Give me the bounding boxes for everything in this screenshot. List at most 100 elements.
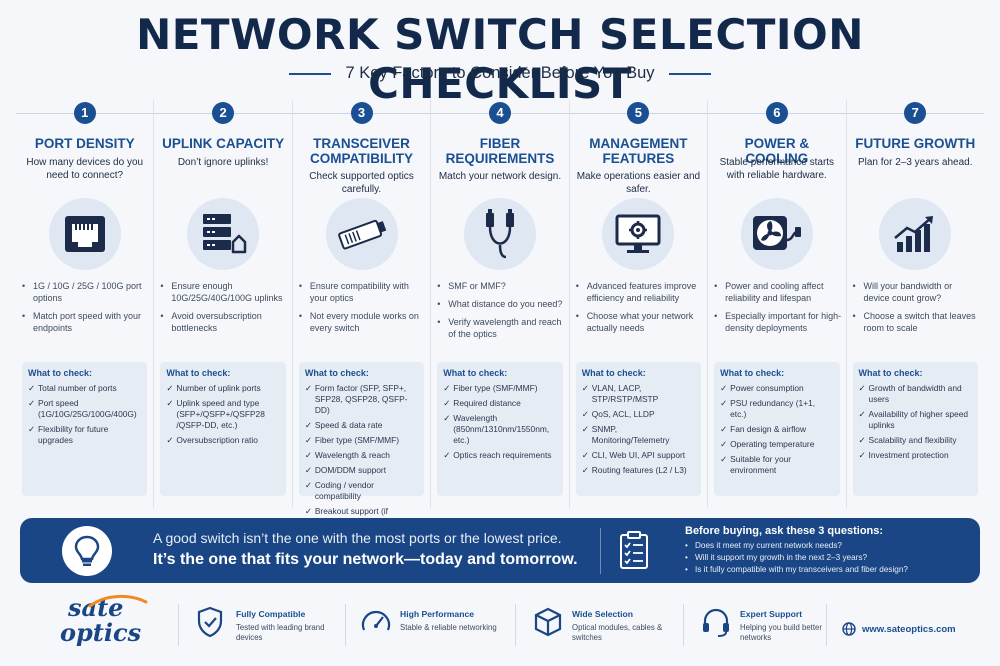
what-to-check-panel: What to check: Power consumption PSU red… <box>714 362 840 496</box>
feature-title: Expert Support <box>740 609 803 619</box>
list-item: Choose what your network actually needs <box>576 310 703 334</box>
logo-text-top: sate <box>68 593 124 622</box>
footer-divider <box>515 604 516 646</box>
what-to-check-panel: What to check: Growth of bandwidth and u… <box>852 362 978 496</box>
factor-fiber-requirements: 4 FIBER REQUIREMENTS Match your network … <box>430 100 569 508</box>
footer-divider <box>683 604 684 646</box>
factor-management-features: 5 MANAGEMENT FEATURES Make operations ea… <box>568 100 708 508</box>
shield-check-icon <box>197 606 223 638</box>
factor-title: MANAGEMENT FEATURES <box>589 136 688 166</box>
list-item: Operating temperature <box>720 439 833 450</box>
headset-icon <box>703 608 729 637</box>
boxes-icon <box>534 607 562 637</box>
factor-bullets: Advanced features improve efficiency and… <box>576 280 703 340</box>
website-link[interactable]: www.sateoptics.com <box>842 622 956 636</box>
list-item: Match port speed with your endpoints <box>22 310 149 334</box>
website-text: www.sateoptics.com <box>862 623 956 635</box>
footer-divider <box>345 604 346 646</box>
list-item: VLAN, LACP, STP/RSTP/MSTP <box>582 383 695 405</box>
feature-title: Wide Selection <box>572 609 634 619</box>
banner-divider <box>600 528 601 574</box>
list-item: Not every module works on every switch <box>299 310 426 334</box>
list-item: Ensure compatibility with your optics <box>299 280 426 304</box>
factor-uplink-capacity: 2 UPLINK CAPACITY Don’t ignore uplinks! … <box>153 100 292 508</box>
globe-icon <box>842 622 856 636</box>
factor-title: FIBER REQUIREMENTS <box>445 136 555 166</box>
logo-arc-icon <box>88 595 148 608</box>
questions-list: Does it meet my current network needs? W… <box>685 540 908 576</box>
factor-subtitle: Check supported optics carefully. <box>309 171 414 195</box>
list-item: Flexibility for future upgrades <box>28 424 141 446</box>
list-item: SMF or MMF? <box>437 280 564 292</box>
footer-divider <box>178 604 179 646</box>
footer: sate optics Fully Compatible Tested with… <box>0 592 1000 662</box>
list-item: Number of uplink ports <box>166 383 279 394</box>
lightbulb-icon <box>62 526 112 576</box>
factor-subtitle: Match your network design. <box>438 171 562 182</box>
list-item: Power consumption <box>720 383 833 394</box>
subtitle-rule-left <box>289 72 332 75</box>
banner-line-1: A good switch isn’t the one with the mos… <box>153 530 562 546</box>
feature-desc: Stable & reliable networking <box>400 623 497 632</box>
list-item: Fiber type (SMF/MMF) <box>443 383 556 394</box>
list-item: Is it fully compatible with my transceiv… <box>685 564 908 576</box>
list-item: Verify wavelength and reach of the optic… <box>437 316 564 340</box>
list-item: Fiber type (SMF/MMF) <box>305 435 418 446</box>
transceiver-icon <box>325 198 398 270</box>
list-item: Growth of bandwidth and users <box>859 383 972 405</box>
factor-port-density: 1 PORT DENSITY How many devices do you n… <box>16 100 154 508</box>
ethernet-port-icon <box>48 198 121 270</box>
factor-subtitle: Don’t ignore uplinks! <box>177 157 269 168</box>
what-to-check-panel: What to check: VLAN, LACP, STP/RSTP/MSTP… <box>575 362 702 496</box>
factor-subtitle: How many devices do you need to connect? <box>26 157 144 181</box>
factor-bullets: Ensure enough 10G/25G/40G/100G uplinks A… <box>160 280 287 340</box>
fan-plug-icon <box>740 198 813 270</box>
list-item: Choose a switch that leaves room to scal… <box>853 310 980 334</box>
list-item: SNMP, Monitoring/Telemetry <box>582 424 695 446</box>
list-item: Required distance <box>443 398 556 409</box>
list-item: Will your bandwidth or device count grow… <box>853 280 980 304</box>
list-item: Wavelength (850nm/1310nm/1550nm, etc.) <box>443 413 556 446</box>
factor-number-badge: 6 <box>765 102 788 124</box>
factor-bullets: Will your bandwidth or device count grow… <box>853 280 980 340</box>
list-item: Suitable for your environment <box>720 454 833 476</box>
list-item: Coding / vendor compatibility <box>305 480 418 502</box>
check-title: What to check: <box>720 368 785 378</box>
list-item: Especially important for high-density de… <box>714 310 841 334</box>
check-title: What to check: <box>443 368 508 378</box>
list-item: Will it support my growth in the next 2–… <box>685 552 908 564</box>
factor-number-badge: 4 <box>488 102 511 124</box>
list-item: Port speed (1G/10G/25G/100G/400G) <box>28 398 141 420</box>
banner-line-2: It’s the one that fits your network—toda… <box>153 551 578 568</box>
subtitle-rule-right <box>668 72 711 75</box>
factor-title: PORT DENSITY <box>34 136 135 151</box>
fiber-cable-icon <box>463 198 536 270</box>
list-item: Ensure enough 10G/25G/40G/100G uplinks <box>160 280 287 304</box>
questions-title: Before buying, ask these 3 questions: <box>685 525 884 537</box>
list-item: Fan design & airflow <box>720 424 833 435</box>
server-uplink-icon <box>187 198 260 270</box>
what-to-check-panel: What to check: Fiber type (SMF/MMF) Requ… <box>437 362 563 496</box>
summary-banner: A good switch isn’t the one with the mos… <box>20 518 980 583</box>
feature-desc: Tested with leading brand devices <box>236 623 325 642</box>
list-item: Uplink speed and type (SFP+/QSFP+/QSFP28… <box>166 398 279 431</box>
list-item: Wavelength & reach <box>305 450 418 461</box>
feature-desc: Optical modules, cables & switches <box>572 623 663 642</box>
growth-chart-icon <box>879 198 952 270</box>
factor-subtitle: Make operations easier and safer. <box>576 171 701 195</box>
factor-subtitle: Plan for 2–3 years ahead. <box>857 157 973 168</box>
list-item: CLI, Web UI, API support <box>582 450 695 461</box>
logo-text-bottom: optics <box>60 618 142 647</box>
factor-bullets: 1G / 10G / 25G / 100G port options Match… <box>22 280 149 340</box>
check-title: What to check: <box>166 368 231 378</box>
check-title: What to check: <box>304 368 369 378</box>
factor-future-growth: 7 FUTURE GROWTH Plan for 2–3 years ahead… <box>845 100 984 508</box>
clipboard-checklist-icon <box>618 530 650 575</box>
what-to-check-panel: What to check: Total number of ports Por… <box>22 362 148 496</box>
list-item: Power and cooling affect reliability and… <box>714 280 841 304</box>
page-title: NETWORK SWITCH SELECTION CHECKLIST <box>136 10 864 108</box>
factor-number-badge: 1 <box>73 102 96 124</box>
company-logo: sate optics <box>60 593 150 647</box>
list-item: DOM/DDM support <box>305 465 418 476</box>
feature-desc: Helping you build better networks <box>740 623 822 642</box>
